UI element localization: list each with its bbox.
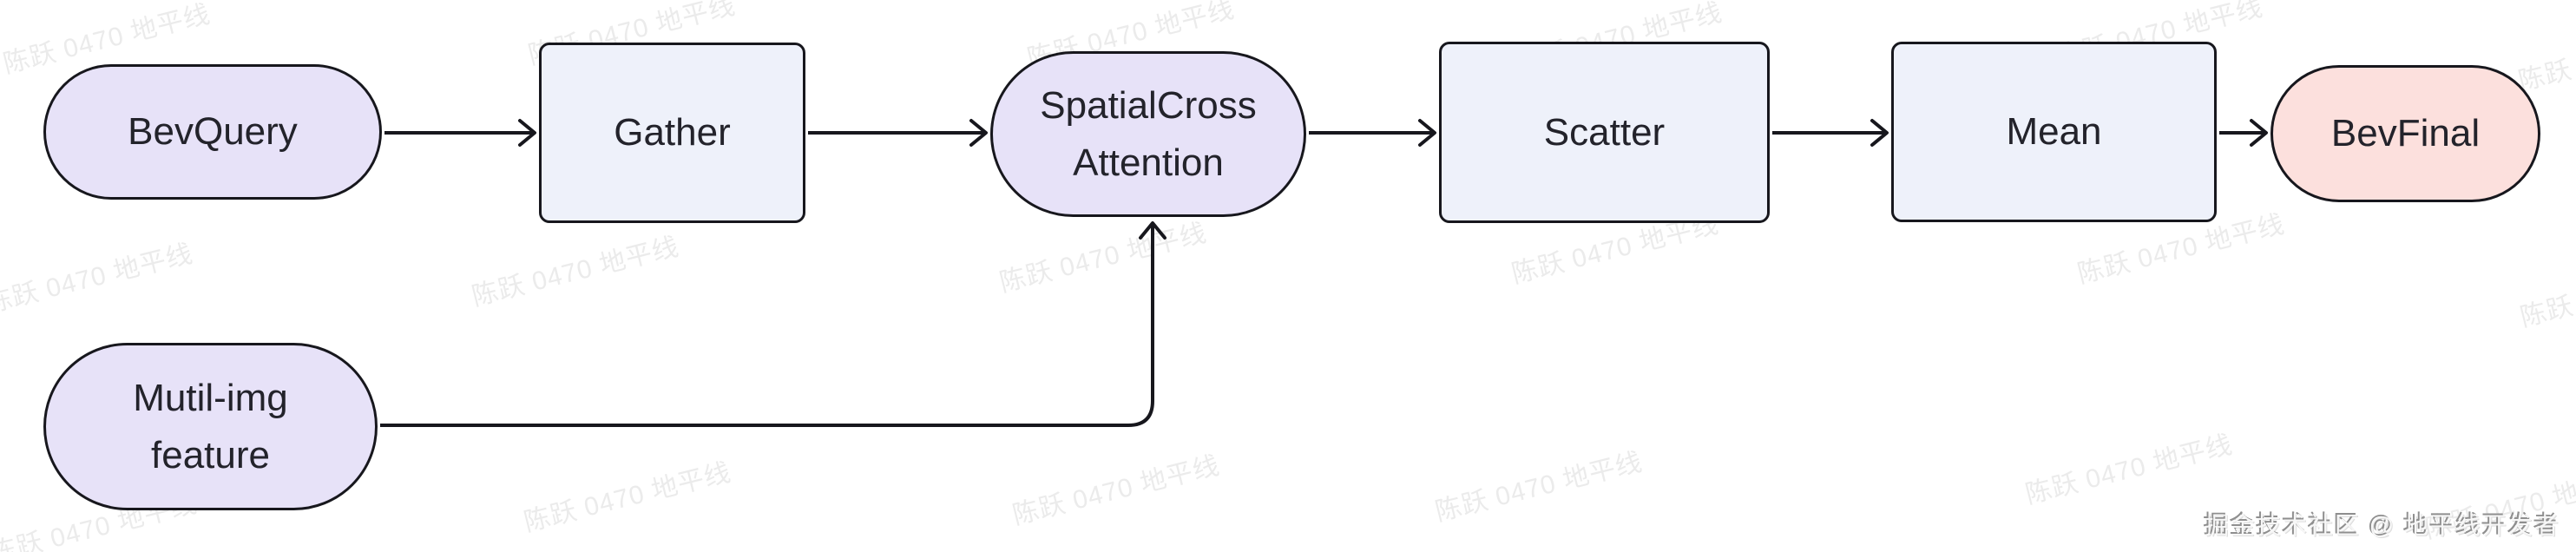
- edge-mutilimgfeature-to-spatialcrossattention: [380, 221, 1166, 427]
- node-gather: Gather: [539, 43, 805, 223]
- node-mean-label: Mean: [2006, 110, 2102, 153]
- node-mean: Mean: [1891, 42, 2217, 222]
- node-bevfinal-label: BevFinal: [2330, 112, 2481, 154]
- node-spatial-cross-attention-label-line2: Attention: [1073, 141, 1224, 184]
- credit-text: 掘金技术社区 @ 地平线开发者: [2205, 512, 2560, 539]
- node-bevquery: BevQuery: [43, 64, 382, 200]
- node-spatial-cross-attention-label-line1: SpatialCross: [1040, 83, 1257, 127]
- node-bevfinal: BevFinal: [2270, 65, 2540, 202]
- node-bevquery-label: BevQuery: [128, 110, 298, 153]
- node-mutil-img-feature: Mutil-img feature: [43, 343, 378, 510]
- node-scatter-label: Scatter: [1543, 110, 1666, 154]
- node-mutil-img-feature-label-line1: Mutil-img: [133, 376, 288, 419]
- node-spatial-cross-attention: SpatialCross Attention: [990, 51, 1306, 217]
- node-mutil-img-feature-label-line2: feature: [151, 433, 270, 476]
- node-scatter: Scatter: [1439, 42, 1770, 223]
- node-gather-label: Gather: [614, 111, 731, 154]
